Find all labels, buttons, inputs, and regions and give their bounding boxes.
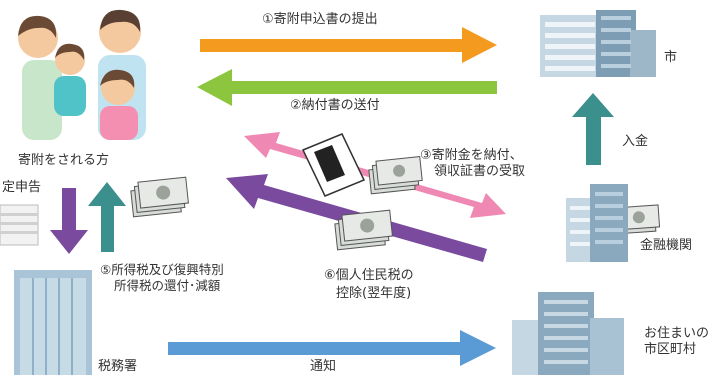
label-city: 市 (664, 50, 678, 65)
document-icon (301, 133, 366, 197)
label-application: ①寄附申込書の提出 (262, 12, 378, 27)
label-tax-return: 定申告 (2, 180, 42, 195)
arrow-tax-return (50, 188, 88, 254)
banknote-bundle-icon (130, 156, 661, 251)
label-resident-tax-line2: 控除(翌年度) (336, 286, 412, 301)
arrow-deposit (572, 93, 614, 165)
tax-return-paper (0, 204, 39, 246)
label-donor: 寄附をされる方 (18, 153, 110, 168)
municipal-office-building-icon (512, 292, 624, 375)
family-icon (18, 9, 146, 140)
label-bank: 金融機関 (640, 238, 693, 253)
label-payment-slip: ②納付書の送付 (290, 98, 380, 113)
label-refund-line2: 所得税の還付･減額 (114, 278, 221, 293)
label-deposit: 入金 (622, 134, 649, 149)
label-payment-line1: ③寄附金を納付、 (420, 148, 523, 163)
city-hall-building-icon (540, 10, 656, 77)
label-resident-tax-line1: ⑥個人住民税の (324, 268, 414, 283)
label-municipal-line1: お住まいの (644, 326, 710, 341)
label-notice: 通知 (310, 359, 337, 374)
tax-office-building-icon (14, 270, 92, 375)
bank-building-icon (566, 184, 628, 262)
arrow-application (200, 27, 497, 63)
label-tax-office: 税務署 (98, 359, 138, 374)
label-refund-line1: ⑤所得税及び復興特別 (100, 262, 224, 277)
arrow-refund (88, 182, 126, 252)
arrow-notice (168, 330, 496, 366)
label-payment-line2: 領収証書の受取 (434, 164, 526, 179)
arrow-payment-slip (197, 69, 497, 106)
label-municipal-line2: 市区町村 (644, 342, 697, 357)
